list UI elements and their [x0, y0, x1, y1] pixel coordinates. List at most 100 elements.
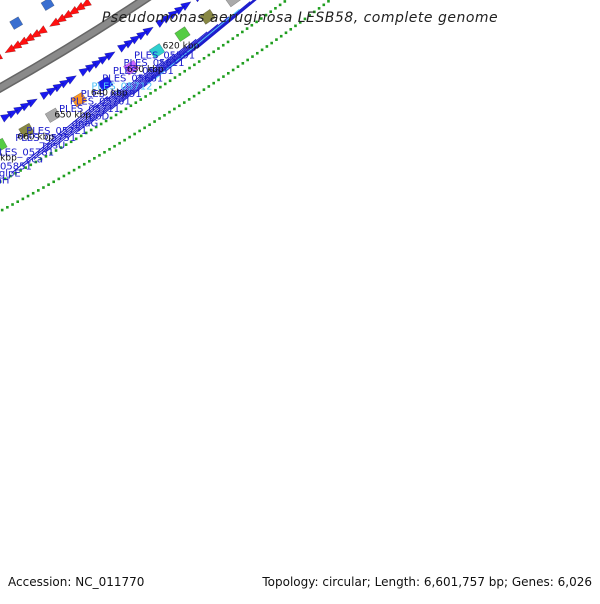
tick-dot: [0, 208, 4, 212]
tick-dot: [99, 122, 103, 126]
feature-block: [123, 59, 140, 76]
tick-dot: [173, 76, 177, 79]
tick-dot: [182, 101, 186, 104]
reverse-gene-arrow: [39, 90, 52, 101]
tick-dot: [59, 146, 63, 149]
tick-dot: [251, 55, 254, 58]
tick-dot: [21, 197, 25, 201]
tick-dot: [241, 30, 244, 34]
tick-dot: [269, 10, 273, 14]
tick-dot: [246, 58, 249, 62]
tick-dot: [47, 183, 50, 186]
feature-block: [148, 43, 166, 59]
tick-dot: [158, 117, 161, 120]
tick-dot: [39, 157, 43, 161]
reverse-gene-label: PLES_05781: [0, 147, 54, 158]
tick-dot: [74, 137, 78, 141]
tick-dot: [108, 147, 111, 151]
tick-dot: [303, 17, 307, 21]
label-leader-line: [110, 38, 197, 110]
label-leader-line: [22, 96, 108, 167]
leader-lines-layer: [11, 0, 257, 174]
reverse-gene-label: apaH: [0, 175, 9, 186]
label-leader-line: [196, 0, 257, 49]
tick-dot: [241, 62, 245, 65]
reverse-gene-arrow: [116, 43, 129, 53]
label-leader-line: [11, 102, 97, 174]
tick-dot: [308, 14, 311, 17]
forward-gene-arrow: [29, 28, 42, 39]
tick-dot: [11, 203, 14, 206]
tick-dot: [284, 31, 288, 35]
tick-dot: [322, 3, 326, 7]
forward-gene-arrow: [4, 43, 17, 54]
tick-dot: [187, 98, 191, 101]
label-leader-line: [88, 53, 175, 125]
tick-dot: [31, 191, 35, 195]
reverse-gene-arrow: [78, 67, 90, 77]
tick-dot: [16, 200, 20, 204]
tick-dot: [119, 110, 123, 114]
forward-gene-arrow: [48, 17, 61, 27]
tick-dot: [26, 194, 30, 198]
tick-dot: [67, 171, 71, 175]
forward-gene-arrow: [80, 0, 92, 8]
feature-block: [18, 122, 35, 139]
scale-label: 620 kbp: [163, 42, 200, 52]
tick-dot: [265, 45, 269, 48]
feature-block: [9, 16, 24, 30]
tick-dot: [274, 6, 277, 10]
tick-dot: [159, 85, 162, 89]
tick-dots-layer: [0, 0, 330, 212]
backbone-ring: [0, 0, 149, 92]
tick-dot: [279, 34, 283, 38]
reverse-gene-label: PLES_05631: [113, 66, 174, 77]
tick-dot: [212, 50, 215, 54]
tick-dot: [255, 20, 258, 24]
tick-dot: [29, 163, 33, 167]
forward-gene-arrow: [36, 25, 48, 35]
tick-dot: [183, 69, 186, 73]
feature-block: [199, 9, 216, 25]
forward-gene-arrow: [0, 53, 4, 60]
tick-dot: [94, 125, 98, 129]
tick-dot: [178, 104, 181, 108]
reverse-gene-label: glpE: [0, 168, 21, 179]
tick-dot: [163, 82, 167, 86]
tick-dot: [37, 189, 40, 192]
tick-dot: [278, 3, 282, 7]
tick-dot: [143, 126, 146, 130]
reverse-gene-label: rpoD: [85, 111, 110, 122]
tick-dot: [202, 88, 206, 91]
tick-dot: [6, 205, 9, 209]
tick-dot: [52, 180, 55, 184]
reverse-gene-label: PLES_05611: [123, 58, 184, 69]
tick-dot: [98, 153, 101, 157]
tick-dot: [128, 135, 131, 139]
reverse-gene-label: PLES_05711: [59, 104, 120, 115]
tick-dot: [193, 63, 196, 67]
label-leader-line: [175, 0, 255, 65]
forward-gene-arrow: [61, 9, 74, 20]
label-leader-line: [44, 82, 131, 153]
tick-dot: [24, 166, 27, 169]
tick-dot: [236, 33, 239, 37]
tick-dot: [245, 27, 249, 30]
tick-dot: [212, 81, 215, 85]
tick-dot: [139, 98, 143, 101]
tick-dot: [202, 57, 206, 60]
tick-dot: [217, 47, 220, 50]
reverse-gene-label: PLES_05701: [70, 96, 131, 107]
reverse-gene-label: PLES_05691: [81, 89, 142, 100]
tick-dot: [123, 138, 126, 142]
tick-dot: [264, 13, 268, 17]
feature-block: [0, 137, 8, 153]
tick-dot: [153, 120, 156, 123]
tick-dot: [114, 113, 118, 117]
tick-dot: [42, 186, 45, 189]
reverse-gene-label: rpsU: [42, 140, 65, 151]
tick-dot: [88, 159, 91, 163]
tick-dot: [79, 134, 83, 138]
